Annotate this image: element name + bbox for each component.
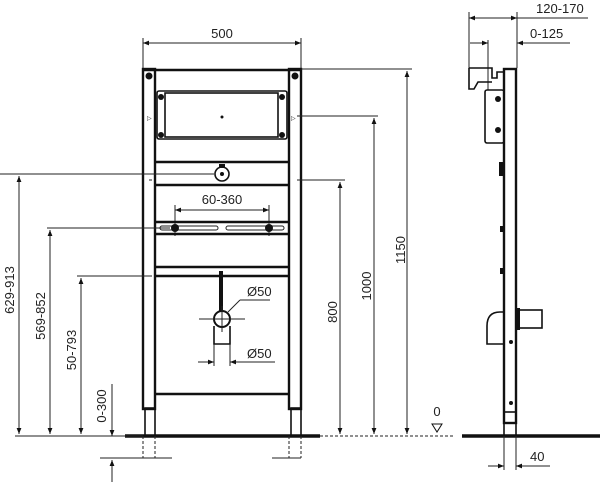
wall-bracket bbox=[468, 67, 503, 90]
left-dimensions: 629-913 569-852 50-793 0-300 bbox=[2, 176, 143, 482]
depth-dimensions: 120-170 0-125 bbox=[468, 1, 588, 90]
dim-0-300-label: 0-300 bbox=[94, 389, 109, 422]
bolt-icon bbox=[291, 72, 299, 80]
height-1150-label: 1150 bbox=[393, 236, 408, 264]
depth-total-label: 120-170 bbox=[536, 1, 584, 16]
outlet-diameter-label: Ø50 bbox=[247, 346, 272, 361]
drain-elbow bbox=[486, 311, 504, 345]
svg-text:▷: ▷ bbox=[291, 116, 296, 122]
pipe-spacing-label: 60-360 bbox=[202, 192, 242, 207]
frame-depth-label: 40 bbox=[530, 449, 544, 464]
svg-text:▷: ▷ bbox=[147, 116, 152, 122]
height-800-label: 800 bbox=[325, 301, 340, 323]
flush-valve-icon bbox=[214, 164, 230, 182]
drain-pipe-icon bbox=[199, 271, 245, 345]
height-dimensions: 1150 1000 800 0 bbox=[297, 68, 443, 434]
dim-569-852-label: 569-852 bbox=[33, 292, 48, 340]
frame-depth-dimension: 40 bbox=[488, 436, 550, 470]
diameter-dimensions: Ø50 Ø50 bbox=[198, 284, 275, 366]
floor-level-icon bbox=[431, 423, 443, 433]
width-label: 500 bbox=[211, 26, 233, 41]
height-1000-label: 1000 bbox=[359, 272, 374, 301]
dim-629-913-label: 629-913 bbox=[2, 266, 17, 314]
floor-zero-label: 0 bbox=[433, 404, 440, 419]
width-dimension: 500 bbox=[142, 26, 302, 68]
pipe-spacing-dimension: 60-360 bbox=[174, 192, 270, 236]
inlet-diameter-label: Ø50 bbox=[247, 284, 272, 299]
side-view: 120-170 0-125 40 bbox=[462, 1, 600, 470]
front-view: 500 ▷ ▷ bbox=[0, 26, 455, 482]
dim-50-793-label: 50-793 bbox=[64, 330, 79, 370]
depth-adjust-label: 0-125 bbox=[530, 26, 563, 41]
side-frame-column bbox=[502, 67, 518, 425]
bolt-icon bbox=[145, 72, 153, 80]
